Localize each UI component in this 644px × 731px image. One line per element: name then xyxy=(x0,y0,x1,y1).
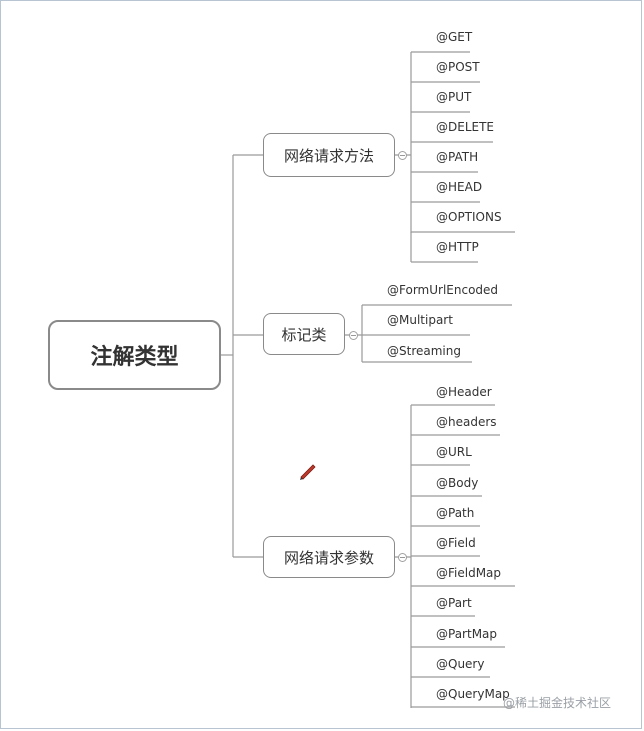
leaf-node[interactable]: @FormUrlEncoded xyxy=(387,283,499,297)
leaf-trunk-0 xyxy=(395,52,412,233)
leaf-node[interactable]: @PATH xyxy=(436,150,479,164)
branch-node-marker[interactable]: 标记类 xyxy=(263,313,345,355)
leaf-node[interactable]: @Path xyxy=(436,506,475,520)
pen-cursor-icon xyxy=(300,464,316,480)
collapse-toggle-icon[interactable] xyxy=(398,553,407,562)
leaf-node[interactable]: @POST xyxy=(436,60,480,74)
leaf-node[interactable]: @URL xyxy=(436,445,472,459)
branch-node-network-params[interactable]: 网络请求参数 xyxy=(263,536,395,578)
leaf-node[interactable]: @Body xyxy=(436,476,479,490)
leaf-node[interactable]: @Streaming xyxy=(387,344,461,358)
leaf-node[interactable]: @HTTP xyxy=(436,240,479,254)
leaf-node[interactable]: @DELETE xyxy=(436,120,495,134)
collapse-toggle-icon[interactable] xyxy=(398,151,407,160)
root-node[interactable]: 注解类型 xyxy=(48,320,221,390)
branch-node-network-method[interactable]: 网络请求方法 xyxy=(263,133,395,177)
leaf-node[interactable]: @Field xyxy=(436,536,476,550)
leaf-node[interactable]: @headers xyxy=(436,415,497,429)
leaf-node[interactable]: @OPTIONS xyxy=(436,210,502,224)
leaf-node[interactable]: @Header xyxy=(436,385,492,399)
leaf-node[interactable]: @HEAD xyxy=(436,180,483,194)
leaf-node[interactable]: @Query xyxy=(436,657,485,671)
collapse-toggle-icon[interactable] xyxy=(349,331,358,340)
leaf-node[interactable]: @PUT xyxy=(436,90,472,104)
leaf-node[interactable]: @FieldMap xyxy=(436,566,502,580)
leaf-node[interactable]: @Multipart xyxy=(387,313,453,327)
leaf-node[interactable]: @GET xyxy=(436,30,473,44)
leaf-node[interactable]: @PartMap xyxy=(436,627,498,641)
leaf-node[interactable]: @Part xyxy=(436,596,472,610)
watermark: @稀土掘金技术社区 xyxy=(503,696,612,710)
leaf-node[interactable]: @QueryMap xyxy=(436,687,510,701)
